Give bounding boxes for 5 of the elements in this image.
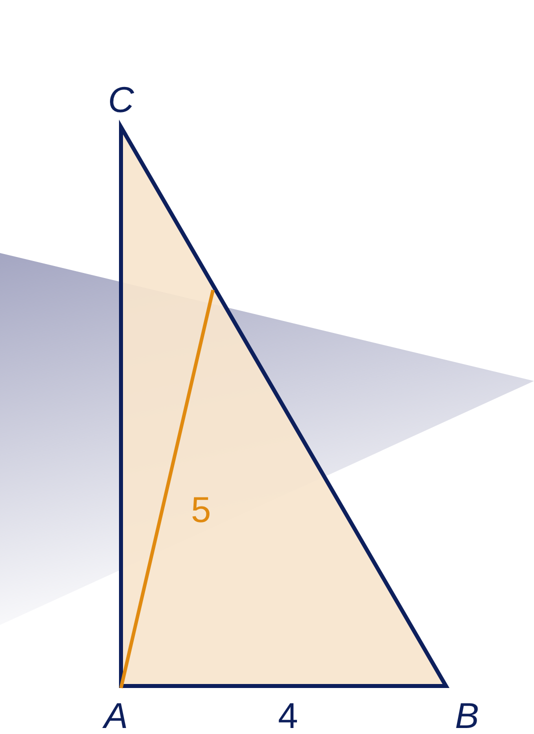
- length-label: 5: [190, 492, 212, 528]
- vertex-label: A: [104, 698, 128, 734]
- length-label: 4: [278, 698, 298, 734]
- vertex-label: C: [108, 82, 134, 118]
- vertex-label: B: [455, 698, 479, 734]
